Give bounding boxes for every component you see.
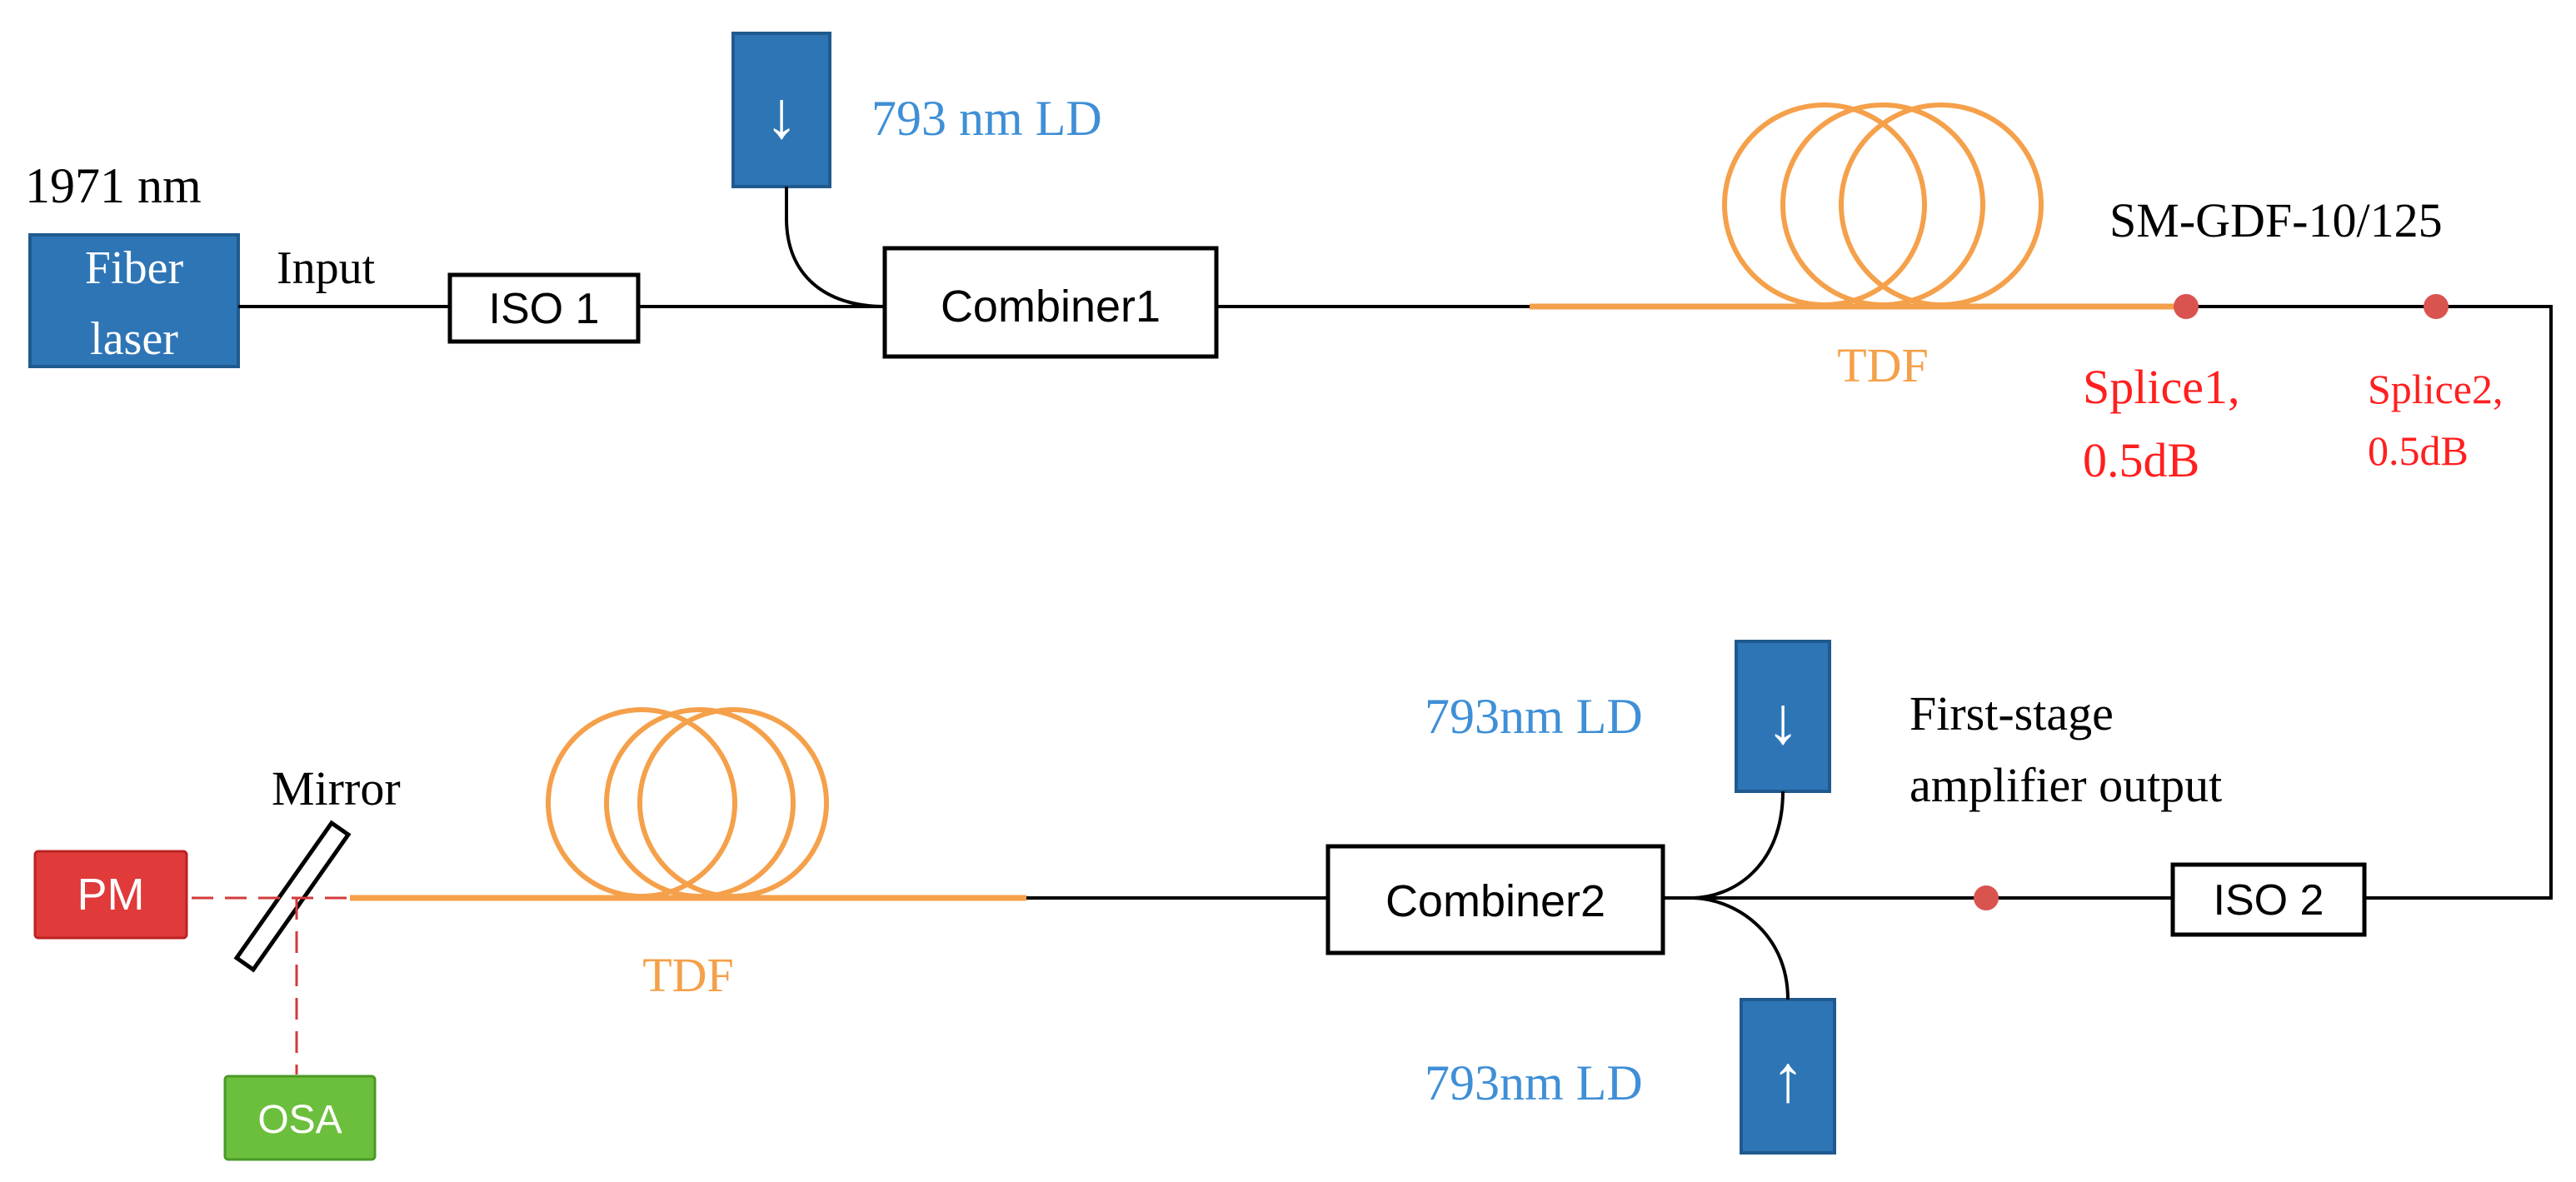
tdf-coil-bottom-2 [604, 707, 796, 899]
mirror-label: Mirror [272, 761, 401, 815]
fiber-laser-box [28, 233, 240, 368]
fiber-laser-label-line2: laser [90, 313, 178, 365]
iso1-label: ISO 1 [489, 285, 600, 333]
down-arrow-icon: ↓ [1766, 683, 1800, 757]
pump-fiber-bottom-upper [1690, 790, 1785, 900]
splice1-label-line1: Splice1, [2083, 360, 2239, 414]
splice2-dot [2424, 294, 2449, 319]
fiber-laser-label-line1: Fiber [85, 242, 184, 294]
combiner1-label: Combiner1 [941, 282, 1161, 332]
pump-fiber-bottom-lower [1690, 896, 1790, 1000]
pump-ld-bottom-upper-label: 793nm LD [1425, 689, 1643, 744]
tdf-coil-bottom-3 [637, 707, 829, 899]
pm-label: PM [77, 870, 145, 920]
iso2-box [2170, 862, 2367, 937]
first-stage-label-line1: First-stage [1910, 686, 2114, 741]
up-arrow-icon: ↑ [1771, 1041, 1805, 1115]
tdf-coil-top-3 [1839, 102, 2044, 307]
splice2-label-line2: 0.5dB [2368, 427, 2469, 474]
iso2-label: ISO 2 [2214, 876, 2324, 925]
pump-ld-bottom-lower-label: 793nm LD [1425, 1055, 1643, 1110]
pump-ld-bottom-upper-box [1735, 640, 1831, 793]
combiner1-box [882, 246, 1219, 359]
splice1-dot [2174, 294, 2199, 319]
osa-box [223, 1075, 377, 1161]
first-stage-output-dot [1974, 885, 1999, 910]
pm-box [33, 850, 188, 940]
combiner2-box [1325, 844, 1665, 955]
mirror [233, 820, 352, 973]
source-wavelength-label: 1971 nm [25, 158, 202, 213]
pump-ld-top-box [731, 32, 831, 188]
tdf-top-label: TDF [1837, 338, 1929, 392]
pump-fiber-top [785, 187, 886, 308]
splice2-label-line1: Splice2, [2368, 366, 2503, 412]
tdf-bottom-label: TDF [642, 948, 734, 1002]
combiner2-label: Combiner2 [1385, 876, 1605, 926]
osa-label: OSA [257, 1098, 342, 1142]
splice1-label-line2: 0.5dB [2083, 433, 2199, 487]
tdf-coil-top-2 [1780, 102, 1985, 307]
pump-ld-top-label: 793 nm LD [871, 91, 1102, 146]
input-label: Input [277, 242, 376, 294]
iso1-box [447, 272, 641, 344]
first-stage-label-line2: amplifier output [1910, 758, 2222, 812]
down-arrow-icon: ↓ [765, 77, 798, 152]
fiber-type-label: SM-GDF-10/125 [2109, 193, 2443, 247]
tdf-coil-top-1 [1722, 102, 1927, 307]
tdf-coil-bottom-1 [546, 707, 737, 899]
